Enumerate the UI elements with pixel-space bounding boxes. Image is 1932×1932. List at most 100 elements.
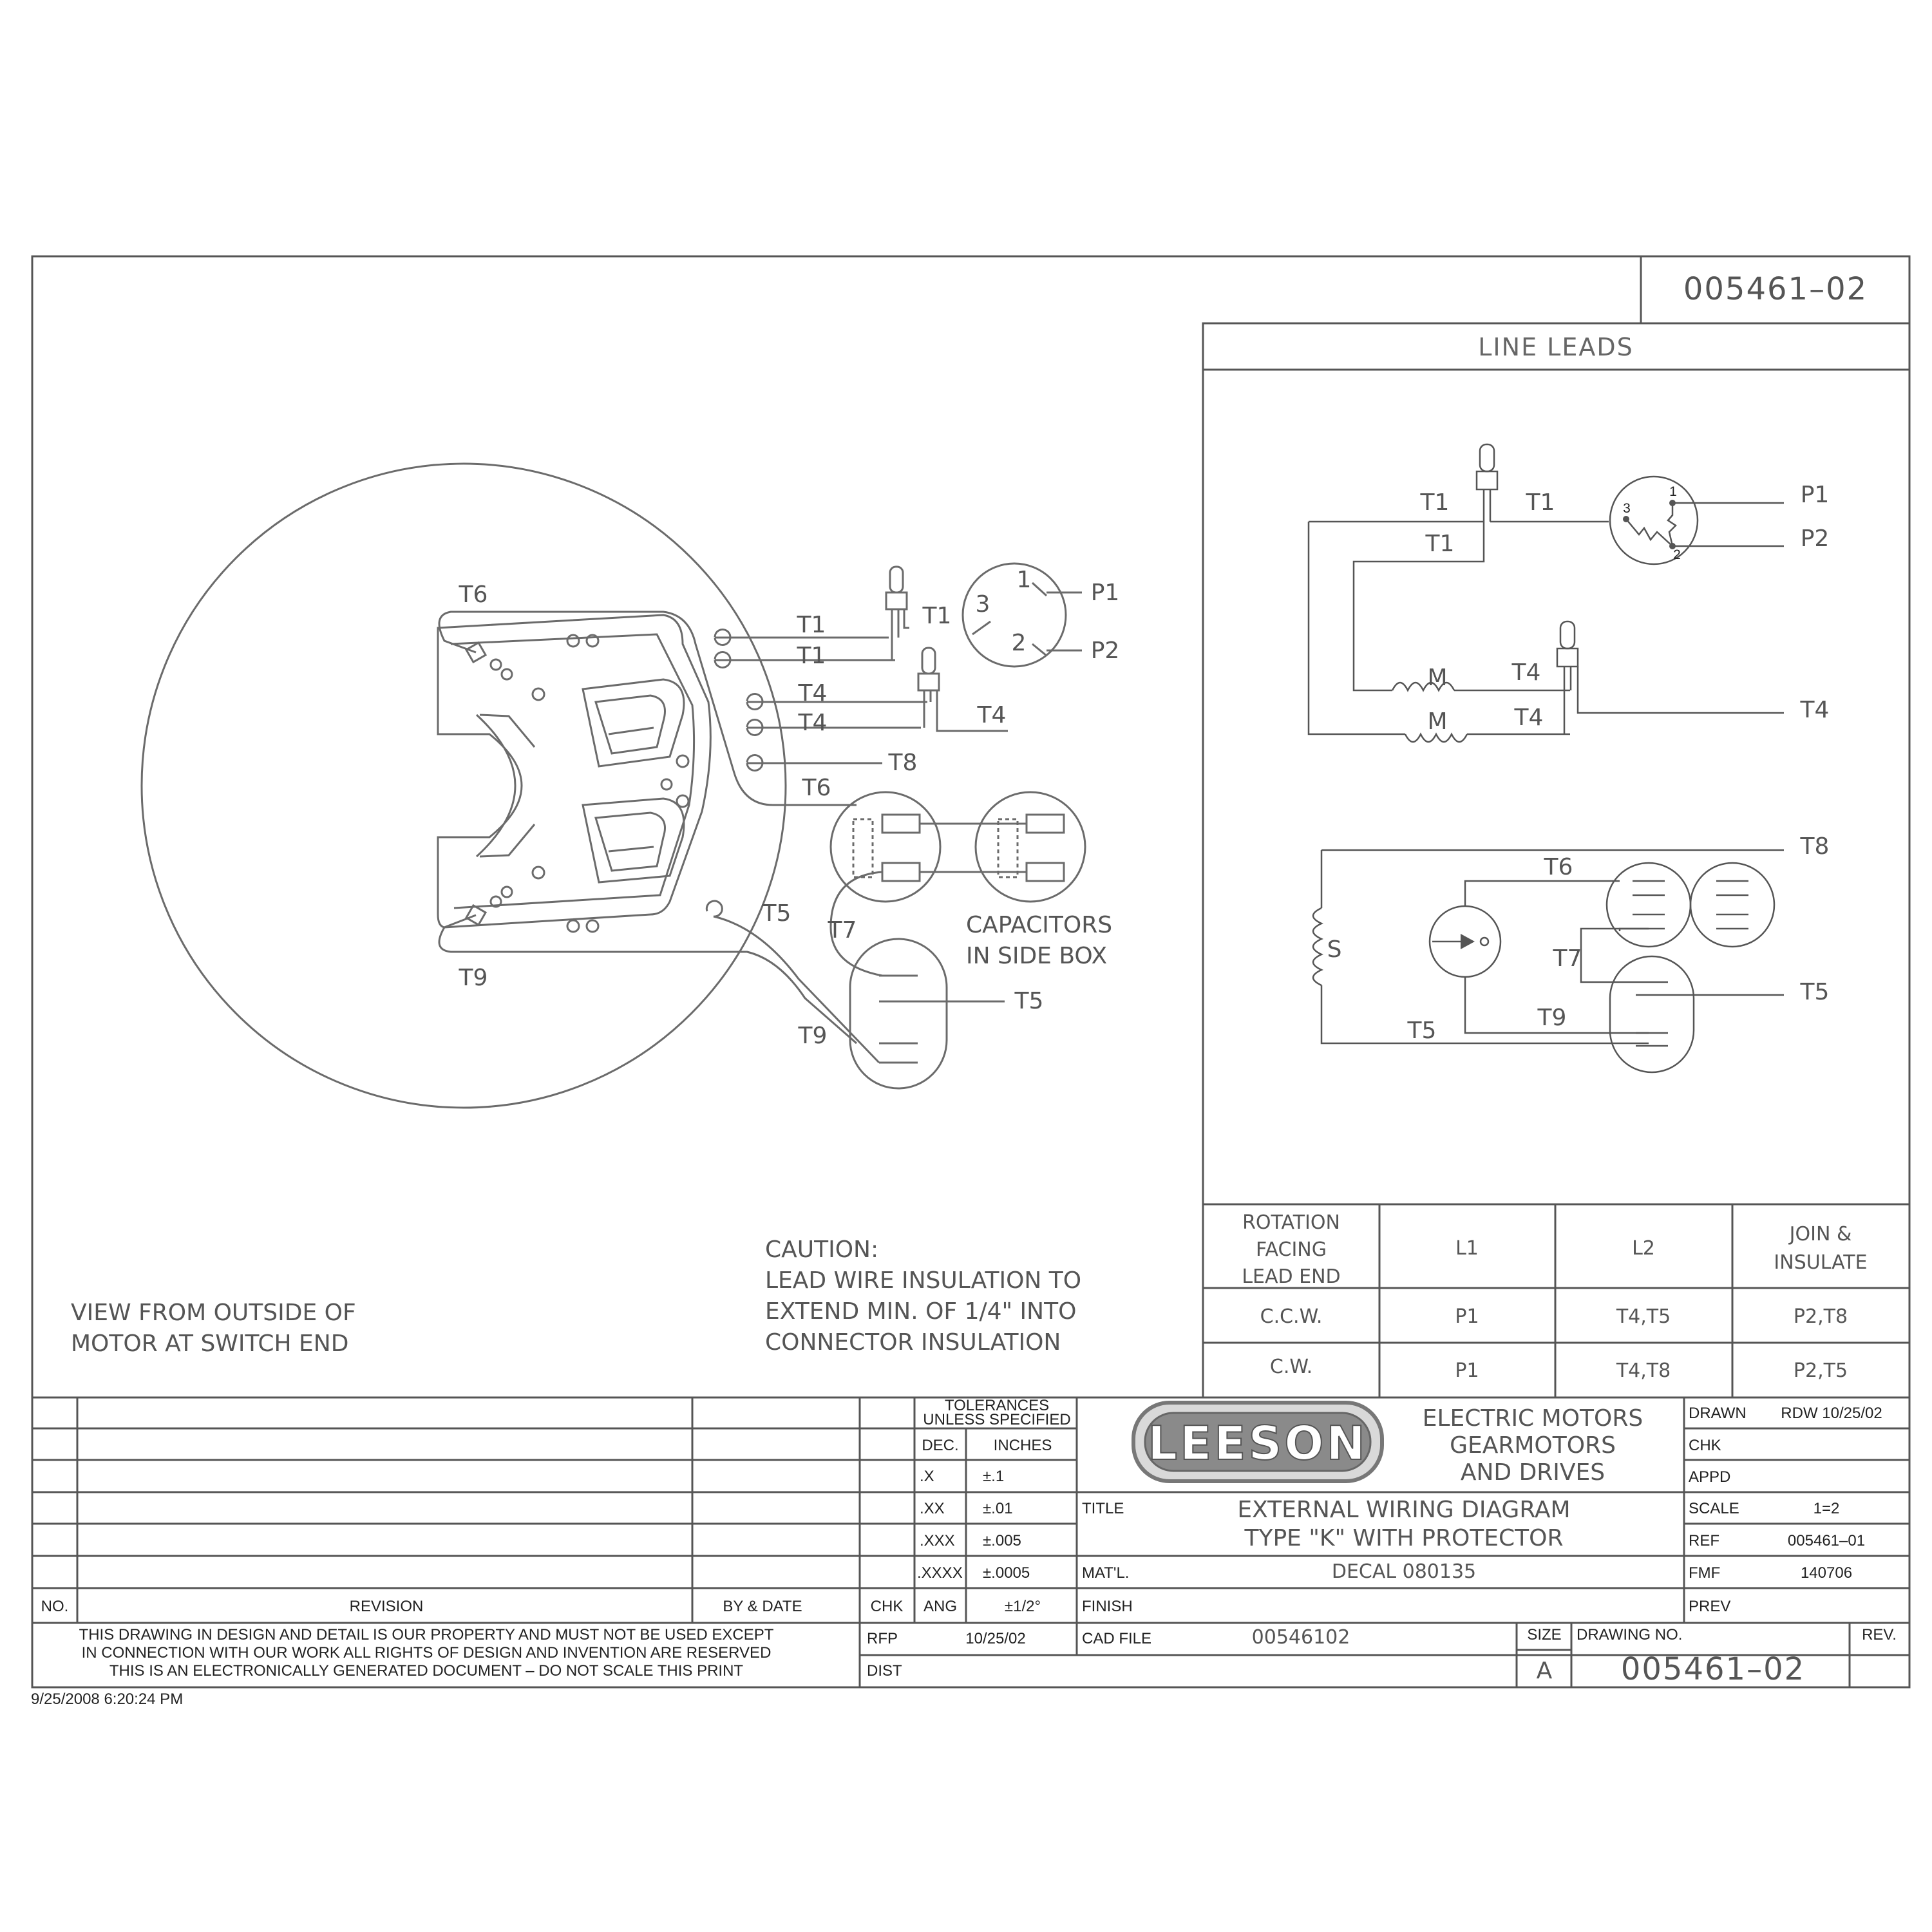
lv-label-t5-a: T5 (762, 900, 791, 927)
sheet-border (31, 255, 1911, 1689)
rt-row2-l1: P1 (1455, 1359, 1479, 1382)
protector-circle (1609, 475, 1699, 565)
ll-label-s: S (1327, 936, 1342, 963)
rt-row2-rotation: C.W. (1270, 1356, 1312, 1378)
lv-label-p1: P1 (1091, 580, 1120, 606)
appd-label: APPD (1689, 1468, 1730, 1486)
ll-label-m-a: M (1427, 665, 1447, 691)
caution-title: CAUTION: (765, 1236, 878, 1263)
ll-label-t5-a: T5 (1800, 979, 1830, 1005)
rt-header-rotation-3: LEAD END (1242, 1265, 1340, 1288)
lv-label-t6: T6 (802, 775, 831, 801)
caution-line-2: EXTEND MIN. OF 1/4" INTO (765, 1298, 1076, 1325)
rt-row1-l1: P1 (1455, 1305, 1479, 1328)
line-leads-title: LINE LEADS (1478, 333, 1633, 361)
property-notice-1: THIS DRAWING IN DESIGN AND DETAIL IS OUR… (79, 1626, 774, 1643)
line-leads-schematic (1307, 443, 1784, 1074)
lv-label-3: 3 (976, 591, 990, 618)
tol-dec-header: DEC. (922, 1437, 958, 1454)
ll-label-p2: P2 (1801, 526, 1830, 552)
title-label: TITLE (1082, 1500, 1124, 1517)
lv-label-t1-b: T1 (797, 643, 826, 669)
lv-label-t4-a: T4 (798, 680, 828, 706)
lv-protector-circle (961, 562, 1067, 668)
cad-file-label: CAD FILE (1082, 1630, 1151, 1647)
lv-label-1: 1 (1017, 567, 1032, 593)
drawing-no-label: DRAWING NO. (1577, 1626, 1682, 1643)
company-line-1: ELECTRIC MOTORS (1423, 1405, 1643, 1432)
ll-label-t1-b: T1 (1526, 489, 1555, 516)
tol-row-1-key: .X (920, 1468, 934, 1485)
lv-label-t7: T7 (828, 917, 857, 943)
rt-header-rotation-2: FACING (1256, 1238, 1327, 1261)
ll-label-t6: T6 (1544, 854, 1573, 880)
lv-label-p2: P2 (1091, 638, 1120, 664)
leeson-logo: LEESON (1132, 1401, 1384, 1483)
rt-row1-l2: T4,T5 (1616, 1305, 1671, 1328)
size-value: A (1537, 1658, 1553, 1684)
dist-label: DIST (867, 1662, 902, 1680)
lv-label-t6-top: T6 (459, 582, 488, 608)
motor-outline-circle (140, 462, 787, 1109)
fmf-value: 140706 (1801, 1564, 1852, 1582)
lv-label-t9-bot: T9 (459, 965, 488, 991)
revision-no-header: NO. (41, 1598, 69, 1615)
ll-label-p1: P1 (1801, 482, 1830, 508)
ll-protector-3: 3 (1623, 501, 1631, 516)
cad-file-value: 00546102 (1252, 1626, 1350, 1649)
rt-row2-join: P2,T5 (1794, 1359, 1848, 1382)
company-line-2: GEARMOTORS (1450, 1432, 1616, 1459)
tol-row-4-key: .XXXX (917, 1564, 963, 1582)
matl-label: MAT'L. (1082, 1564, 1129, 1582)
ll-label-t1-c: T1 (1425, 531, 1455, 557)
logo-text: LEESON (1148, 1416, 1368, 1470)
rfp-label: RFP (867, 1630, 898, 1647)
caution-line-3: CONNECTOR INSULATION (765, 1329, 1061, 1356)
company-line-3: AND DRIVES (1461, 1459, 1605, 1486)
rt-header-l2: L2 (1632, 1237, 1655, 1260)
rev-label: REV. (1862, 1626, 1897, 1643)
tol-ang-value: ±1/2° (1005, 1598, 1041, 1615)
tol-inches-header: INCHES (994, 1437, 1052, 1454)
tolerances-title-1: TOLERANCES (945, 1397, 1049, 1414)
scale-label: SCALE (1689, 1500, 1739, 1517)
lv-label-t1-a: T1 (797, 612, 826, 638)
lv-label-t9: T9 (798, 1023, 828, 1049)
ll-label-t8: T8 (1800, 833, 1830, 860)
ll-protector-2: 2 (1673, 547, 1681, 562)
view-note-1: VIEW FROM OUTSIDE OF (71, 1300, 356, 1326)
rt-header-join-2: INSULATE (1774, 1251, 1867, 1274)
tol-row-3-key: .XXX (920, 1532, 955, 1549)
rfp-value: 10/25/02 (965, 1630, 1025, 1647)
lv-label-t4-b: T4 (798, 710, 828, 736)
lv-label-t5-b: T5 (1014, 988, 1044, 1014)
chk-label: CHK (1689, 1437, 1721, 1454)
rt-header-join-1: JOIN & (1788, 1223, 1852, 1245)
ll-label-t4-c: T4 (1800, 697, 1830, 723)
rotation-table (1203, 1203, 1909, 1397)
rt-row2-l2: T4,T8 (1616, 1359, 1671, 1382)
capacitors-label-1: CAPACITORS (966, 912, 1112, 938)
ll-label-t7: T7 (1553, 945, 1582, 972)
tol-row-2-value: ±.01 (983, 1500, 1013, 1517)
ll-label-t9: T9 (1537, 1005, 1567, 1031)
revision-header: REVISION (350, 1598, 424, 1615)
scale-value: 1=2 (1814, 1500, 1840, 1517)
tol-row-1-value: ±.1 (983, 1468, 1004, 1485)
tol-row-4-value: ±.0005 (983, 1564, 1030, 1582)
ll-label-t4-a: T4 (1511, 659, 1541, 686)
fmf-label: FMF (1689, 1564, 1720, 1582)
drawing-title-1: EXTERNAL WIRING DIAGRAM (1237, 1497, 1570, 1523)
drawing-no-value: 005461–02 (1621, 1651, 1805, 1687)
tol-row-3-value: ±.005 (983, 1532, 1021, 1549)
lv-label-t4-c: T4 (977, 702, 1007, 728)
tol-ang-label: ANG (923, 1598, 957, 1615)
caution-line-1: LEAD WIRE INSULATION TO (765, 1267, 1081, 1294)
rt-header-rotation-1: ROTATION (1242, 1211, 1340, 1234)
drawn-value: RDW 10/25/02 (1781, 1405, 1882, 1422)
drawing-title-2: TYPE "K" WITH PROTECTOR (1244, 1525, 1563, 1551)
ll-protector-1: 1 (1669, 484, 1677, 499)
tol-row-2-key: .XX (920, 1500, 945, 1517)
drawing-number-top: 005461–02 (1683, 271, 1868, 307)
